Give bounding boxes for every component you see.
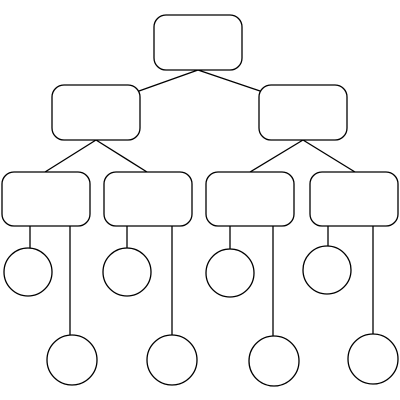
leaf-circle-6 — [248, 335, 300, 387]
leaf-circle-7 — [302, 245, 352, 295]
edge-left-2 — [95, 139, 148, 173]
leaf-circle-5 — [205, 248, 255, 298]
leaf-circle-3 — [102, 247, 152, 297]
leaf-circle-4 — [146, 334, 198, 386]
left-child-node-1 — [1, 171, 91, 227]
edge-right-2 — [302, 139, 356, 173]
left-child-node-2 — [103, 171, 193, 227]
right-node — [258, 84, 348, 141]
edge-root-left — [138, 69, 199, 92]
left-node — [51, 84, 141, 141]
edge-left-1 — [44, 139, 97, 173]
leaf-circle-2 — [46, 334, 98, 386]
edge-root-right — [197, 69, 261, 92]
leaf-circle-1 — [3, 247, 53, 297]
leaf-circle-8 — [347, 333, 399, 385]
right-child-node-1 — [205, 171, 295, 227]
edge-right-1 — [249, 139, 304, 173]
right-child-node-2 — [309, 171, 399, 227]
root-node — [153, 14, 243, 71]
